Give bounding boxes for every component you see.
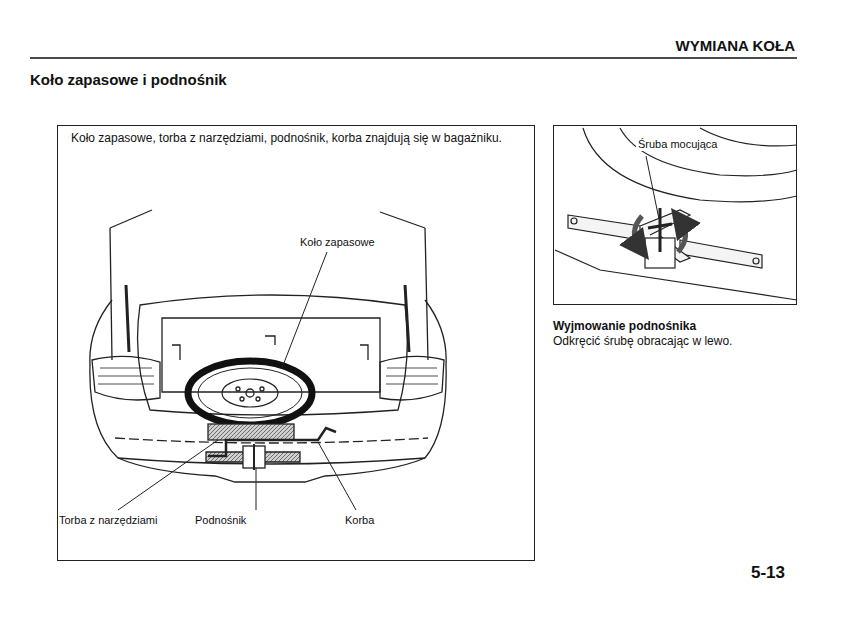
part-label: Torba z narzędziami: [57, 514, 159, 527]
header-rule: [30, 57, 797, 59]
caption-heading: Wyjmowanie podnośnika: [553, 320, 696, 334]
chapter-header: WYMIANA KOŁA: [676, 37, 795, 54]
section-heading: Koło zapasowe i podnośnik: [30, 71, 227, 88]
part-label: Podnośnik: [193, 514, 248, 527]
part-label: Koło zapasowe: [298, 236, 377, 249]
car-trunk-drawing: [90, 210, 446, 482]
detail-frame: Śruba mocująca: [553, 125, 797, 305]
node-text: Koło zapasowe, torba z narzędziami, podn…: [71, 132, 502, 146]
page-number: 5-13: [751, 563, 785, 583]
part-label: Korba: [343, 514, 376, 527]
node-text: Śruba mocująca: [636, 138, 720, 151]
jack-detail-drawing: [555, 128, 797, 300]
caption-text: Odkręcić śrubę obracając w lewo.: [553, 335, 732, 349]
illustration-frame: Koło zapasowe, torba z narzędziami, podn…: [57, 125, 535, 561]
